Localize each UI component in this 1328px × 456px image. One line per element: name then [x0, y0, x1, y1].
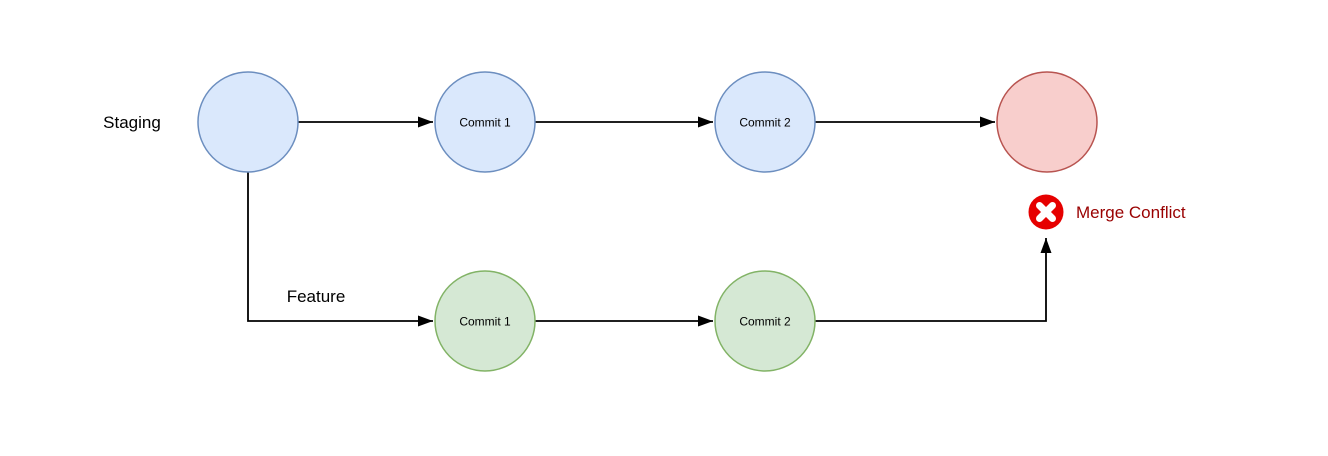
merge-conflict-circle [996, 71, 1098, 173]
staging-commit2-node: Commit 2 [714, 71, 816, 173]
feature-commit1-label: Commit 1 [459, 315, 511, 329]
staging-commit1-circle [434, 71, 536, 173]
merge-conflict-annotation: Merge Conflict [1028, 194, 1186, 230]
merge-conflict-label: Merge Conflict [1076, 203, 1186, 222]
feature-commit1-circle [434, 270, 536, 372]
staging-branch-label: Staging [103, 113, 161, 132]
feature-commit2-label: Commit 2 [739, 315, 791, 329]
error-icon-x-glyph [1036, 202, 1056, 222]
staging-commit1-label: Commit 1 [459, 116, 511, 130]
staging-root-circle [197, 71, 299, 173]
feature-commit1-node: Commit 1 [434, 270, 536, 372]
merge-conflict-node [996, 71, 1098, 173]
staging-root-node [197, 71, 299, 173]
feature-commit2-circle [714, 270, 816, 372]
edge-feature-branch-fork [247, 172, 433, 327]
staging-commit2-label: Commit 2 [739, 116, 791, 130]
feature-branch-label: Feature [287, 287, 346, 306]
feature-commit2-node: Commit 2 [714, 270, 816, 372]
staging-commit1-node: Commit 1 [434, 71, 536, 173]
edge-feature-commit2-to-merge-conflict [815, 238, 1052, 322]
staging-commit2-circle [714, 71, 816, 173]
error-x-icon [1028, 194, 1064, 230]
